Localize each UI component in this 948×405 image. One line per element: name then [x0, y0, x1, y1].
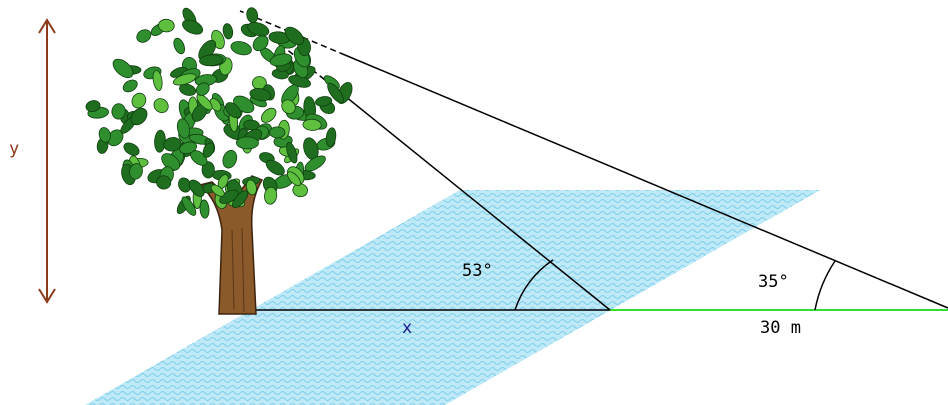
- leaf: [243, 119, 260, 131]
- leaf: [130, 107, 148, 126]
- height-arrow: [38, 18, 56, 304]
- leaf: [219, 189, 239, 204]
- leaf: [136, 29, 152, 43]
- distance-30m-label: 30 m: [760, 318, 801, 338]
- leaf: [247, 22, 270, 37]
- river: [85, 190, 820, 405]
- leaf: [122, 79, 138, 93]
- leaf: [182, 19, 204, 35]
- leaf: [222, 23, 234, 40]
- leaf: [153, 98, 169, 113]
- leaf: [327, 82, 344, 104]
- tree: [85, 7, 353, 315]
- leaf: [176, 118, 191, 139]
- leaf: [265, 159, 285, 176]
- leaf: [181, 196, 197, 216]
- leaf: [112, 58, 134, 79]
- leaf: [230, 41, 252, 56]
- distance-x-label: x: [402, 318, 412, 338]
- leaf: [284, 26, 304, 46]
- leaf: [85, 100, 101, 112]
- leaf: [111, 103, 126, 120]
- leaf: [158, 18, 175, 33]
- leaf: [260, 107, 277, 123]
- leaf: [173, 37, 185, 55]
- angle-far-label: 35°: [758, 272, 789, 292]
- leaf: [264, 186, 278, 205]
- leaf: [235, 136, 259, 150]
- leaf: [269, 126, 286, 139]
- leaf: [222, 149, 238, 169]
- leaf: [249, 88, 272, 102]
- leaf: [179, 141, 197, 155]
- leaf: [315, 96, 333, 107]
- leaf: [245, 179, 257, 196]
- sight-line-near: [339, 91, 611, 311]
- leaf: [292, 183, 308, 198]
- leaf: [163, 137, 182, 152]
- leaf: [281, 99, 296, 115]
- leaf: [202, 142, 215, 158]
- leaf: [188, 179, 205, 197]
- tree-canopy: [85, 7, 353, 219]
- leaf: [269, 53, 293, 67]
- leaf: [210, 184, 225, 197]
- leaf: [199, 54, 224, 67]
- leaf: [225, 102, 242, 119]
- leaf: [98, 127, 111, 143]
- leaf: [246, 7, 259, 24]
- leaf: [129, 163, 143, 180]
- leaf: [131, 92, 147, 109]
- leaf: [252, 35, 269, 52]
- leaf: [196, 93, 213, 111]
- leaf: [201, 161, 215, 179]
- leaf: [154, 129, 166, 153]
- leaf: [152, 69, 163, 91]
- leaf: [325, 127, 337, 148]
- leaf: [286, 171, 302, 187]
- leaf: [123, 142, 140, 156]
- angle-arc-far: [814, 260, 836, 311]
- height-label: y: [9, 139, 19, 159]
- leaf: [199, 199, 210, 219]
- angle-near-label: 53°: [462, 261, 493, 281]
- leaf: [156, 175, 172, 190]
- angle-arc-near: [514, 259, 554, 311]
- leaf: [179, 83, 197, 96]
- leaf: [172, 73, 197, 86]
- leaf: [302, 118, 322, 131]
- leaf: [304, 155, 326, 172]
- leaf: [195, 82, 210, 96]
- leaf: [286, 141, 298, 164]
- sight-line-far: [344, 54, 948, 309]
